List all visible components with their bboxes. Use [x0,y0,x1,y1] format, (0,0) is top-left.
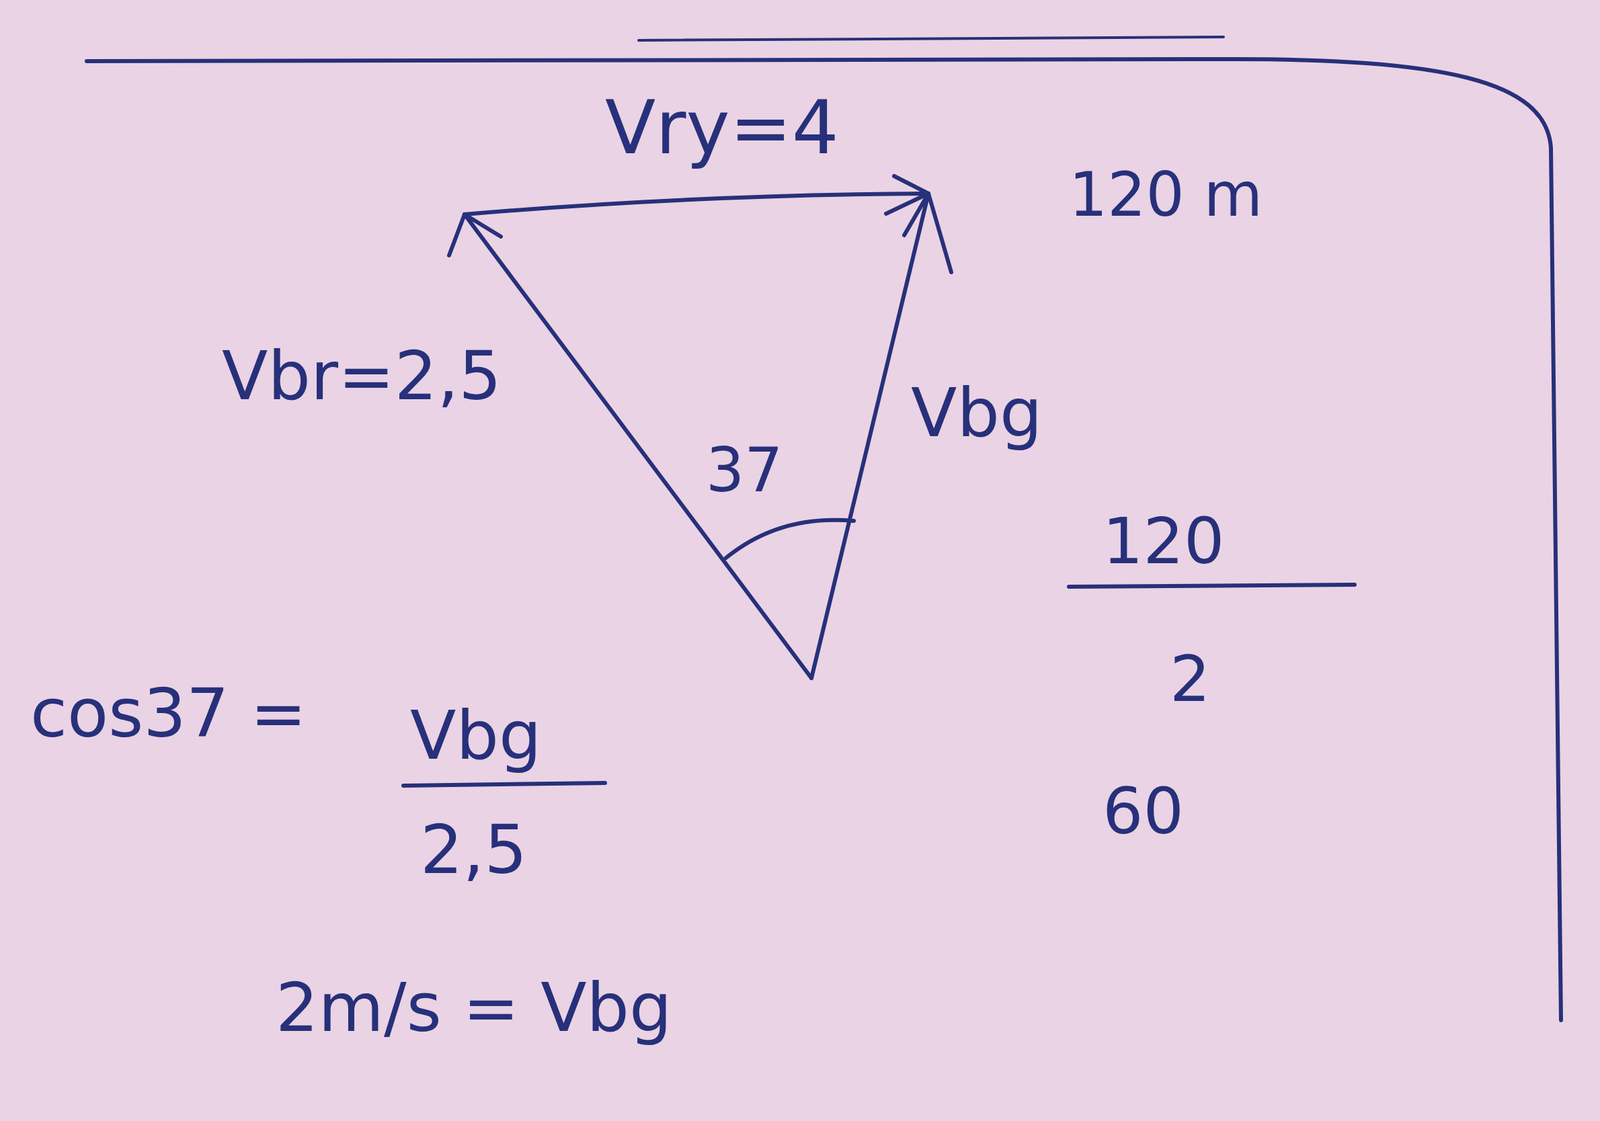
calc-number: 120 [1102,509,1225,574]
fraction-line [403,783,606,786]
equation-text: 2m/s = Vbg [275,974,673,1043]
width-note: 120 m [1068,164,1263,226]
vbr-vector [464,214,812,679]
frame-line [638,36,1224,41]
vector-label: Vbg [910,379,1043,448]
vbg-vector [811,193,929,679]
vector-label: Vry=4 [605,90,839,165]
vry-vector [464,193,929,215]
equation-text: Vbg [410,702,542,770]
calc-number: 60 [1102,779,1184,844]
arrowhead [904,193,952,273]
calc-number: 2 [1169,647,1211,712]
angle-label: 37 [705,440,784,501]
arrowhead [449,214,501,256]
equation-text: 2,5 [420,816,528,885]
frame-line [86,59,1562,1021]
fraction-line [1068,584,1355,587]
angle-arc [726,520,854,558]
vector-label: Vbr=2,5 [221,342,502,411]
equation-text: cos37 = [30,680,307,748]
